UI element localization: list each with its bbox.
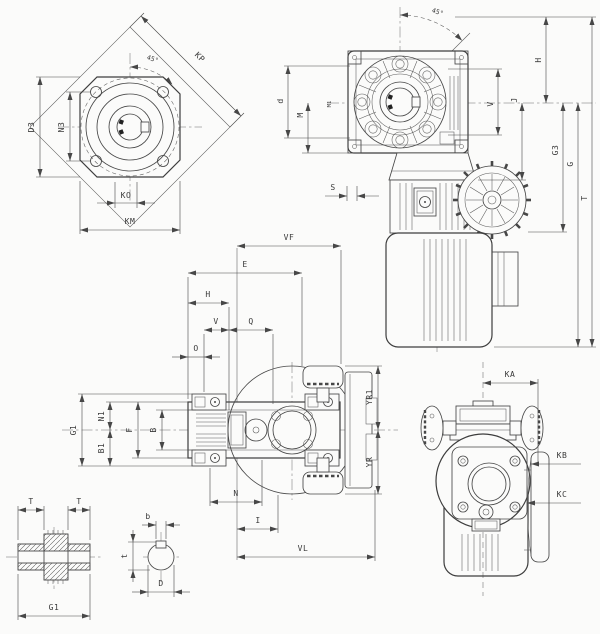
housing-fins-iso [461, 534, 499, 571]
bolt-lobes [353, 55, 447, 149]
dim-label-d: d [276, 98, 285, 103]
dim-label-j: J [510, 97, 519, 102]
dim-label-yr1: YR1 [365, 389, 374, 405]
dim-label-g: G [566, 161, 575, 166]
collar-ticks [47, 530, 64, 584]
fan-cover [453, 161, 531, 239]
dim-label-b: B [149, 427, 158, 432]
dim-label-ko: KO [121, 191, 132, 200]
mount-lugs [191, 393, 340, 467]
output-flange [524, 451, 550, 563]
dim-label-key-b: b [145, 512, 150, 521]
motor-fins-body [423, 239, 467, 341]
dim-label-e: E [242, 260, 247, 269]
dim-label-key-d: D [158, 579, 163, 588]
dim-label-g1-shaft: G1 [49, 603, 60, 612]
housing-fins-top [196, 413, 226, 447]
dim-label-d3: D3 [27, 122, 36, 133]
dim-label-h-front: H [534, 57, 543, 62]
dim-label-m: M [296, 112, 305, 117]
dim-label-n: N [233, 489, 238, 498]
dim-label-n3: N3 [57, 122, 66, 133]
dim-label-b1: B1 [97, 443, 106, 454]
iso-view: KA KB KC [420, 362, 581, 596]
dim-label-t-left: T [28, 497, 33, 506]
top-view: VF E H V Q O G1 N1 B1 F B YR1 YR [62, 233, 398, 561]
shaft-section-view: T T G1 [6, 497, 102, 620]
dim-label-flange-angle: 45° [146, 53, 160, 64]
dim-label-s: S [330, 183, 335, 192]
dim-label-g3: G3 [551, 145, 560, 156]
dim-label-h-top: H [205, 290, 210, 299]
dim-label-kc: KC [557, 490, 568, 499]
dim-label-n1: N1 [97, 411, 106, 422]
motor-end [420, 400, 544, 451]
dim-label-kb: KB [557, 451, 568, 460]
dim-label-key-t: t [120, 553, 129, 558]
dim-label-yr: YR [365, 457, 374, 468]
dim-label-km: KM [125, 217, 136, 226]
flange-view: 45° KP D3 N3 [27, 12, 245, 234]
dim-label-ka: KA [505, 370, 516, 379]
dim-label-i: I [255, 516, 260, 525]
dim-label-g1-top: G1 [69, 425, 78, 436]
dim-label-front-angle: 45° [431, 6, 445, 17]
dim-label-f: F [125, 427, 134, 432]
dim-label-kp: KP [193, 50, 207, 64]
dim-label-q: Q [248, 317, 253, 326]
dim-label-t-front: T [580, 195, 589, 200]
dim-label-vl: VL [298, 544, 309, 553]
dim-label-v-top: V [213, 317, 218, 326]
dim-label-vf: VF [284, 233, 295, 242]
dim-label-v-front: V [486, 101, 495, 106]
dim-label-o: O [193, 344, 198, 353]
dim-label-m1: M1 [327, 101, 333, 108]
dim-label-t-right: T [76, 497, 81, 506]
key-section-view: b t D [120, 512, 190, 597]
front-view: 45° [276, 6, 596, 352]
motor-flange-butterfly [302, 365, 378, 495]
